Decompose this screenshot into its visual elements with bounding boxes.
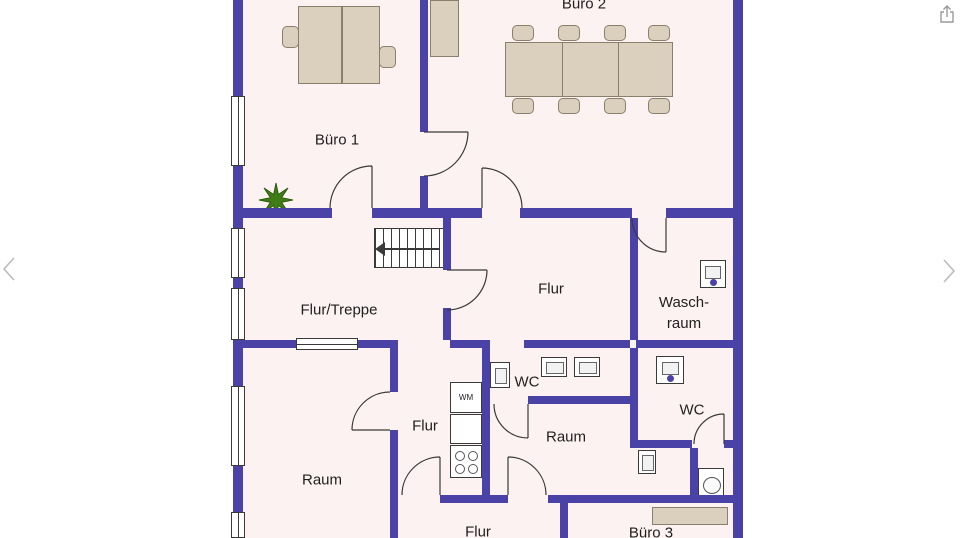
- wall: [482, 348, 490, 495]
- wall: [243, 208, 332, 218]
- window: [231, 386, 245, 466]
- wall: [420, 0, 428, 132]
- chair: [648, 98, 670, 114]
- window: [231, 288, 245, 340]
- chair: [604, 98, 626, 114]
- toilet-icon: [698, 468, 724, 496]
- wall: [358, 340, 398, 348]
- washing-machine: WM: [450, 382, 482, 413]
- desk: [342, 6, 380, 84]
- wall: [548, 495, 743, 503]
- stove: [450, 445, 482, 478]
- sink-icon: [574, 357, 600, 377]
- window: [231, 228, 245, 278]
- room-label-waschraum-line1: Wasch-: [658, 294, 710, 311]
- sink-icon: [541, 357, 567, 377]
- counter: [450, 414, 482, 444]
- stairs: [374, 228, 444, 268]
- wall: [636, 340, 743, 348]
- room-label-wc-rechts: WC: [679, 401, 705, 419]
- wall: [450, 340, 490, 348]
- wall: [243, 340, 296, 348]
- wall: [520, 208, 632, 218]
- wall: [524, 340, 630, 348]
- chair: [512, 98, 534, 114]
- wall: [560, 503, 568, 538]
- wall: [630, 348, 638, 448]
- chair: [558, 98, 580, 114]
- wall: [733, 0, 743, 538]
- chair: [604, 25, 626, 41]
- chair: [512, 25, 534, 41]
- sink-icon: [656, 356, 684, 384]
- wall: [390, 348, 398, 392]
- chair: [379, 46, 396, 68]
- conference-table: [505, 42, 673, 97]
- chevron-right-icon[interactable]: [938, 256, 958, 286]
- wall: [724, 440, 743, 448]
- wall: [372, 208, 482, 218]
- room-label-flur-mitte: Flur: [538, 280, 564, 298]
- wall: [528, 396, 632, 404]
- sink-icon: [638, 450, 656, 474]
- wall: [443, 308, 451, 340]
- window: [231, 96, 245, 166]
- washing-machine-label: WM: [458, 393, 474, 402]
- room-label-waschraum: Wasch- raum: [659, 292, 709, 334]
- wall: [690, 448, 698, 495]
- window: [231, 512, 245, 538]
- room-label-wc-mitte: WC: [514, 373, 540, 391]
- room-label-raum-links: Raum: [301, 471, 343, 489]
- desk: [298, 6, 342, 84]
- share-icon[interactable]: [938, 4, 956, 24]
- room-label-buero2: Büro 2: [561, 0, 607, 13]
- room-label-buero3: Büro 3: [628, 524, 674, 538]
- sideboard: [652, 507, 728, 525]
- sink-icon: [490, 362, 510, 388]
- chevron-left-icon[interactable]: [0, 254, 20, 284]
- chair: [282, 26, 299, 48]
- sink-icon: [700, 260, 726, 288]
- wall: [666, 208, 743, 218]
- wall: [390, 430, 398, 538]
- chair: [648, 25, 670, 41]
- room-label-flur-sued: Flur: [465, 523, 491, 538]
- wall: [443, 218, 451, 270]
- window: [296, 338, 358, 350]
- chair: [558, 25, 580, 41]
- room-label-buero1: Büro 1: [314, 131, 360, 149]
- room-label-raum-mitte: Raum: [545, 428, 587, 446]
- room-label-flur-treppe: Flur/Treppe: [300, 301, 378, 319]
- wall: [440, 495, 508, 503]
- wall: [630, 218, 638, 340]
- cabinet: [430, 0, 459, 57]
- wall: [420, 176, 428, 218]
- room-label-waschraum-line2: raum: [666, 315, 702, 332]
- wall: [636, 440, 692, 448]
- room-label-flur-unten: Flur: [412, 417, 438, 435]
